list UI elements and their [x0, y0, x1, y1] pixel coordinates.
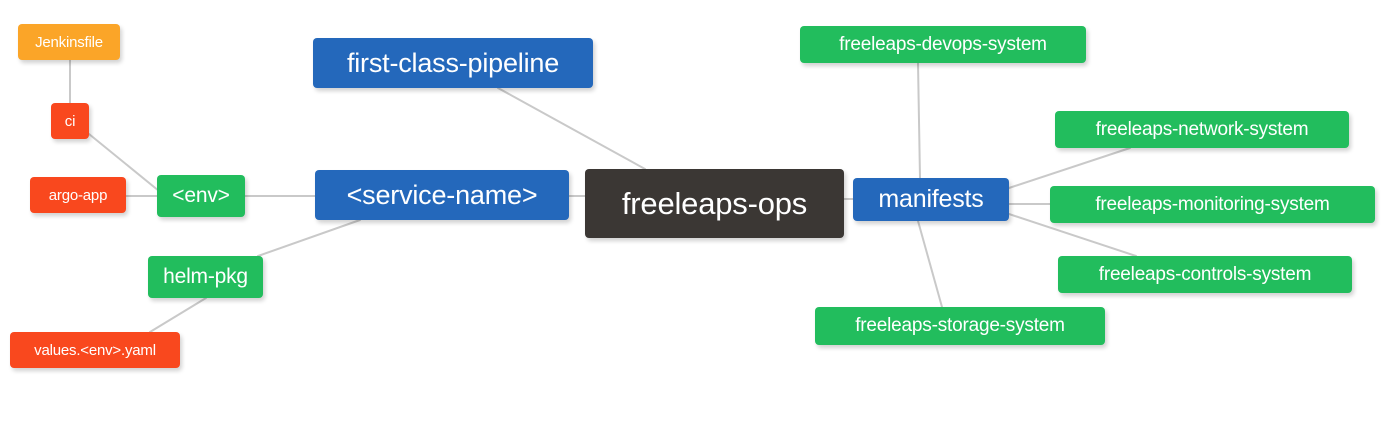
- mindmap-node-ci[interactable]: ci: [51, 103, 89, 139]
- edge-manifests-to-devops-system: [917, 62, 921, 179]
- mindmap-node-first-class-pipeline[interactable]: first-class-pipeline: [313, 38, 593, 88]
- mindmap-node-controls-system[interactable]: freeleaps-controls-system: [1058, 256, 1352, 293]
- mindmap-node-devops-system[interactable]: freeleaps-devops-system: [800, 26, 1086, 63]
- mindmap-node-jenkinsfile[interactable]: Jenkinsfile: [18, 24, 120, 60]
- edge-first-class-pipeline-to-freeleaps-ops: [497, 87, 646, 170]
- edge-helm-pkg-to-service-name: [257, 219, 361, 257]
- mindmap-node-argo-app[interactable]: argo-app: [30, 177, 126, 213]
- mindmap-node-env[interactable]: <env>: [157, 175, 245, 217]
- mindmap-node-manifests[interactable]: manifests: [853, 178, 1009, 221]
- mindmap-node-values-yaml[interactable]: values.<env>.yaml: [10, 332, 180, 368]
- edge-manifests-to-storage-system: [917, 220, 943, 308]
- edge-manifests-to-network-system: [1008, 147, 1131, 189]
- mindmap-node-freeleaps-ops[interactable]: freeleaps-ops: [585, 169, 844, 238]
- edge-values-yaml-to-helm-pkg: [149, 297, 207, 333]
- mindmap-node-service-name[interactable]: <service-name>: [315, 170, 569, 220]
- mindmap-node-helm-pkg[interactable]: helm-pkg: [148, 256, 263, 298]
- mindmap-node-monitoring-system[interactable]: freeleaps-monitoring-system: [1050, 186, 1375, 223]
- mindmap-node-network-system[interactable]: freeleaps-network-system: [1055, 111, 1349, 148]
- mindmap-node-storage-system[interactable]: freeleaps-storage-system: [815, 307, 1105, 345]
